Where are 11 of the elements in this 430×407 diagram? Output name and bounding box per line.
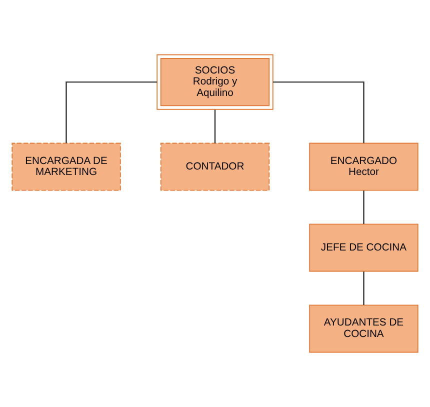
node-box: ENCARGADO Hector xyxy=(309,142,418,191)
connector xyxy=(272,81,364,144)
connector xyxy=(363,272,364,306)
connector xyxy=(214,110,216,144)
connector xyxy=(363,190,364,224)
node-box: AYUDANTES DE COCINA xyxy=(309,304,418,353)
connector xyxy=(66,81,158,144)
node-box: ENCARGADA DE MARKETING xyxy=(12,142,121,191)
node-box: SOCIOS Rodrigo y Aquilino xyxy=(156,54,274,110)
node-box: JEFE DE COCINA xyxy=(309,224,418,272)
node-box: CONTADOR xyxy=(160,142,270,191)
